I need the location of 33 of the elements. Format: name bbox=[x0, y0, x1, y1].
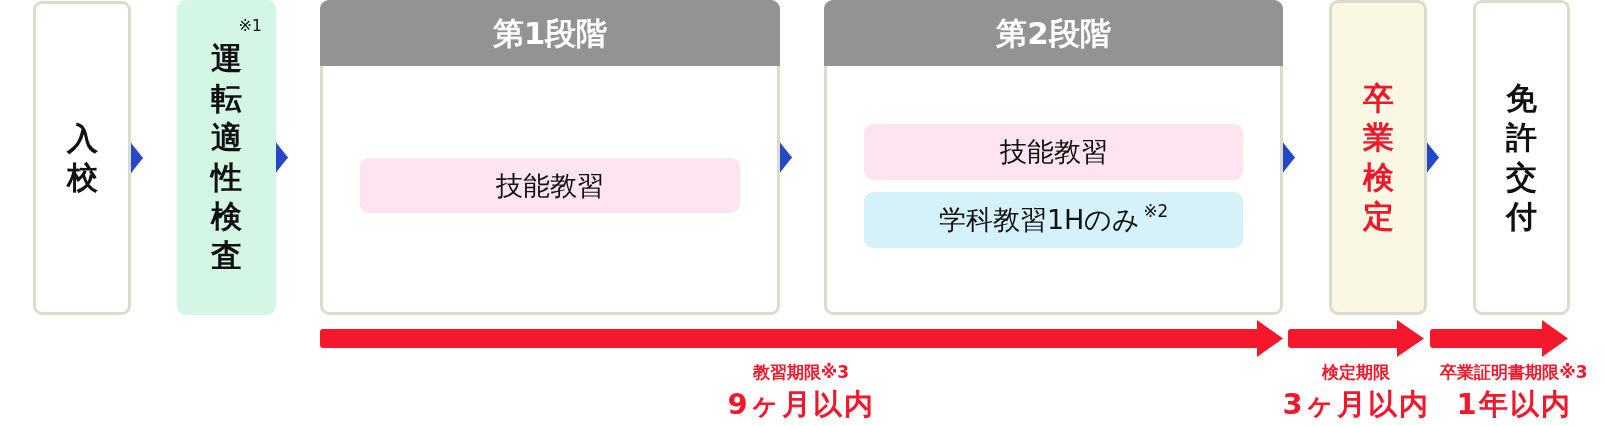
period-bar bbox=[1288, 320, 1424, 357]
step-label: 免許交付 bbox=[1506, 78, 1537, 236]
chevron-arrow bbox=[275, 142, 289, 173]
footnote-mark: ※1 bbox=[238, 18, 262, 34]
step-box bbox=[1473, 0, 1570, 315]
step-box bbox=[33, 1, 131, 315]
step-label: 卒業検定 bbox=[1362, 78, 1394, 236]
step-label: 運転適性検査 bbox=[211, 39, 242, 276]
lesson-label: 技能教習 bbox=[999, 137, 1108, 167]
chevron-arrow bbox=[130, 142, 144, 174]
period-value: 3ヶ月以内 bbox=[1282, 390, 1430, 419]
period-value: 1年以内 bbox=[1456, 390, 1572, 419]
lesson-box bbox=[864, 124, 1243, 180]
stage-panel bbox=[824, 0, 1283, 315]
panel-header: 第2段階 bbox=[824, 0, 1283, 66]
lesson-label: 学科教習1Hのみ$^{※2}$ bbox=[938, 205, 1169, 235]
chevron-arrow bbox=[1282, 142, 1296, 173]
period-value: 9ヶ月以内 bbox=[727, 390, 875, 419]
step-box bbox=[177, 0, 276, 315]
lesson-box bbox=[360, 158, 740, 213]
period-bar bbox=[1430, 320, 1568, 357]
step-label: 入校 bbox=[66, 118, 98, 197]
period-bar bbox=[320, 320, 1283, 357]
period-label: 教習期限※3 bbox=[752, 364, 850, 381]
panel-header: 第1段階 bbox=[320, 0, 780, 66]
chevron-arrow bbox=[779, 142, 793, 173]
stage-panel bbox=[320, 0, 780, 315]
chevron-arrow bbox=[1426, 142, 1440, 173]
lesson-box bbox=[864, 192, 1243, 248]
lesson-label: 技能教習 bbox=[496, 170, 604, 201]
period-label: 検定期限 bbox=[1322, 364, 1390, 381]
step-box bbox=[1329, 0, 1427, 315]
period-label: 卒業証明書期限※3 bbox=[1440, 364, 1588, 381]
